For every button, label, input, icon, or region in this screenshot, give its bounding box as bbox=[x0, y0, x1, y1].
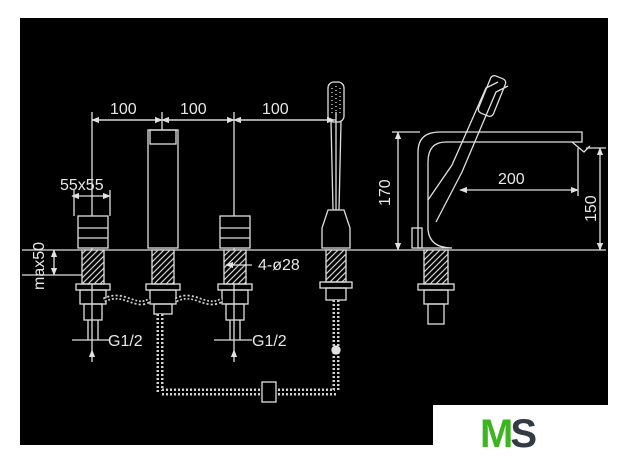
drawing-background bbox=[20, 18, 608, 445]
dim-spacing-1: 100 bbox=[110, 101, 137, 118]
dim-spout-reach: 200 bbox=[498, 171, 525, 188]
brand-logo: MS bbox=[480, 412, 537, 457]
dim-spacing-2: 100 bbox=[180, 101, 207, 118]
dim-square: 55x55 bbox=[60, 177, 104, 194]
logo-letter-s: S bbox=[510, 412, 537, 456]
dim-thread-right: G1/2 bbox=[252, 333, 287, 350]
hand-shower bbox=[319, 81, 353, 301]
left-valve bbox=[75, 215, 111, 340]
dim-spacing-3: 100 bbox=[262, 101, 289, 118]
right-valve bbox=[217, 215, 253, 340]
hose-weight bbox=[331, 345, 341, 355]
dim-thread-left: G1/2 bbox=[108, 333, 143, 350]
dim-max-depth: max50 bbox=[31, 242, 48, 290]
logo-area bbox=[433, 405, 629, 465]
dim-height-right: 150 bbox=[583, 195, 600, 222]
dim-holes: 4-ø28 bbox=[258, 257, 300, 274]
dim-height-left: 170 bbox=[377, 179, 394, 206]
spout-column bbox=[145, 129, 181, 315]
logo-letter-m: M bbox=[480, 412, 513, 456]
